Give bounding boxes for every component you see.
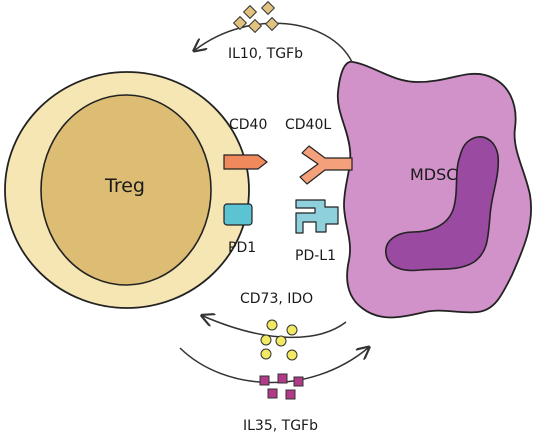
pd1-label: PD1: [228, 240, 257, 256]
square-molecule: [277, 373, 288, 384]
diamond-molecule: [264, 16, 280, 32]
cd40l-label: CD40L: [285, 117, 332, 133]
curved-arrow-icon: [195, 22, 353, 63]
diamond-molecules-icon: [232, 0, 280, 34]
mdsc-cell: [336, 60, 532, 319]
pdl1-ligand: [295, 199, 339, 234]
diamond-molecule: [247, 18, 263, 34]
diamond-molecule: [260, 0, 276, 16]
pd1-receptor: [223, 203, 253, 226]
circle-molecules-icon: [260, 319, 298, 361]
mdsc-label: MDSC: [410, 165, 458, 184]
il10-tgfb-label: IL10, TGFb: [228, 46, 303, 62]
circle-molecule: [275, 335, 287, 347]
cd40-receptor: [223, 154, 268, 170]
curved-arrow-icon: [179, 348, 368, 384]
circle-molecule: [286, 349, 298, 361]
cd73-ido-label: CD73, IDO: [240, 291, 314, 307]
circle-molecule: [266, 319, 278, 331]
pdl1-label: PD-L1: [295, 248, 336, 264]
square-molecules-icon: [259, 373, 304, 400]
mdsc-nucleus: [385, 136, 500, 272]
square-molecule: [259, 375, 270, 386]
circle-molecule: [260, 334, 272, 346]
il35-tgfb-label: IL35, TGFb: [243, 418, 318, 434]
cd40-label: CD40: [229, 117, 268, 133]
square-molecule: [285, 389, 296, 400]
cd40l-ligand: [299, 145, 353, 185]
diamond-molecule: [232, 15, 248, 31]
diamond-molecule: [242, 4, 258, 20]
circle-molecule: [260, 348, 272, 360]
treg-nucleus: [40, 94, 212, 286]
circle-molecule: [286, 324, 298, 336]
square-molecule: [267, 388, 278, 399]
square-molecule: [293, 376, 304, 387]
treg-label: Treg: [105, 175, 145, 197]
curved-arrow-icon: [203, 316, 347, 339]
